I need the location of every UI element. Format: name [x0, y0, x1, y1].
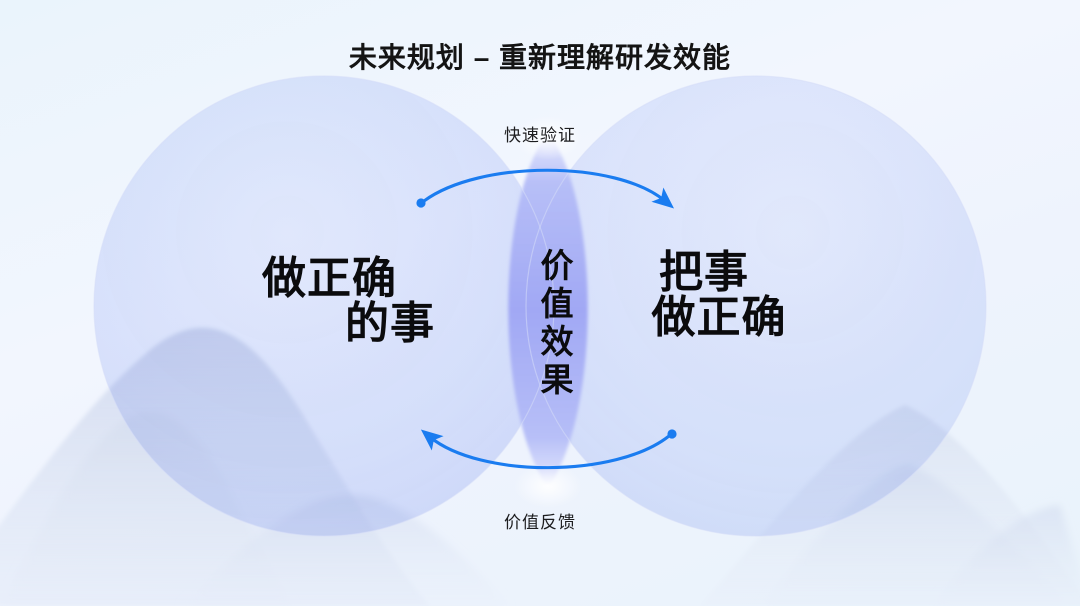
bottom-arc-arrow	[420, 429, 677, 470]
cycle-label-top: 快速验证	[504, 126, 576, 145]
venn-left-label-line1: 做正确	[262, 254, 397, 303]
venn-intersection-label: 价值效果	[536, 248, 573, 400]
venn-right-label-line2: 做正确	[651, 293, 787, 343]
venn-right-label-line1: 把事	[659, 248, 749, 297]
venn-right-label: 把事 做正确	[594, 250, 844, 341]
venn-left-label: 做正确 的事	[252, 256, 492, 347]
venn-left-label-line2: 的事	[345, 299, 435, 349]
cycle-label-bottom: 价值反馈	[504, 513, 576, 532]
lens-top-glow	[514, 116, 582, 160]
venn-circle-right	[526, 76, 986, 536]
bottom-arc-path	[420, 429, 671, 470]
lens-bottom-glow	[514, 464, 582, 508]
venn-intersection-shape	[508, 132, 588, 488]
top-arc-path	[422, 168, 675, 209]
venn-circle-left-outline	[93, 75, 555, 537]
venn-circle-right-outline	[525, 75, 987, 537]
page-title: 未来规划 – 重新理解研发效能	[348, 42, 732, 73]
top-arc-arrow	[416, 168, 675, 209]
